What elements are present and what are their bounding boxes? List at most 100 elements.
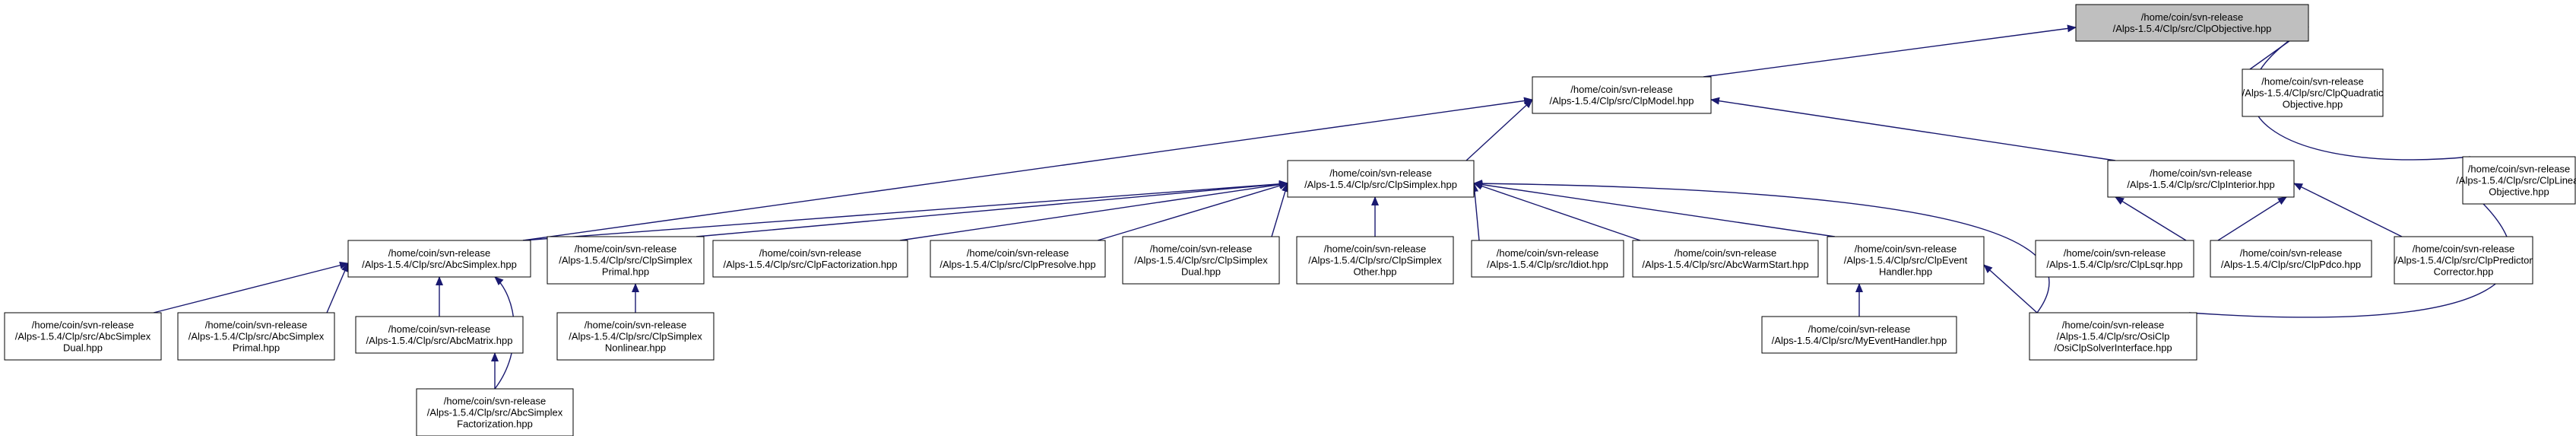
node-box (1471, 240, 1624, 278)
node-label-line: /Alps-1.5.4/Clp/src/ClpPresolve.hpp (939, 259, 1095, 270)
node-box (2394, 236, 2533, 285)
edge-idiot-to-clp-simplex (1471, 183, 1480, 241)
node-box (1122, 236, 1280, 285)
node-abc-matrix[interactable]: /home/coin/svn-release/Alps-1.5.4/Clp/sr… (355, 316, 524, 354)
node-label-line: /Alps-1.5.4/Clp/src/ClpLsqr.hpp (2046, 259, 2182, 270)
node-clp-quadratic-objective[interactable]: /home/coin/svn-release/Alps-1.5.4/Clp/sr… (2242, 68, 2384, 117)
node-label-line: /home/coin/svn-release (32, 320, 134, 331)
node-label-line: /home/coin/svn-release (1808, 323, 1910, 335)
node-label-line: /Alps-1.5.4/Clp/src/ClpObjective.hpp (2113, 23, 2272, 34)
edge-abc-simplex-to-clp-simplex (522, 180, 1288, 241)
node-box (1827, 236, 1985, 285)
node-abc-simplex-dual[interactable]: /home/coin/svn-release/Alps-1.5.4/Clp/sr… (4, 312, 162, 361)
node-box (4, 312, 162, 361)
node-label-line: /Alps-1.5.4/Clp/src/AbcSimplex (427, 407, 563, 418)
node-osi-clp-solver-interface[interactable]: /home/coin/svn-release/Alps-1.5.4/Clp/sr… (2029, 312, 2197, 361)
node-label-line: /Alps-1.5.4/Clp/src/ClpPredictor (2394, 255, 2533, 266)
node-label-line: /home/coin/svn-release (2141, 11, 2243, 23)
edge-clp-simplex-to-clp-model (1465, 99, 1533, 161)
node-label-line: /Alps-1.5.4/Clp/src/ClpSimplex.hpp (1304, 179, 1457, 190)
edge-clp-event-handler-to-clp-simplex (1473, 180, 1836, 237)
node-label-line: Primal.hpp (233, 342, 280, 354)
node-clp-simplex-other[interactable]: /home/coin/svn-release/Alps-1.5.4/Clp/sr… (1296, 236, 1454, 285)
node-abc-simplex-factorization[interactable]: /home/coin/svn-release/Alps-1.5.4/Clp/sr… (416, 388, 574, 436)
node-label-line: /Alps-1.5.4/Clp/src/MyEventHandler.hpp (1772, 335, 1947, 346)
node-box (2035, 240, 2194, 278)
node-label-line: /home/coin/svn-release (388, 323, 490, 335)
node-box (416, 388, 574, 436)
node-box (1296, 236, 1454, 285)
edge-abc-warm-start-to-clp-simplex (1473, 182, 1641, 241)
edges-layer (153, 24, 2512, 390)
node-clp-lsqr[interactable]: /home/coin/svn-release/Alps-1.5.4/Clp/sr… (2035, 240, 2194, 278)
node-box (930, 240, 1106, 278)
node-clp-simplex-nonlinear[interactable]: /home/coin/svn-release/Alps-1.5.4/Clp/sr… (556, 312, 714, 361)
node-box (712, 240, 908, 278)
node-clp-objective: /home/coin/svn-release/Alps-1.5.4/Clp/sr… (2075, 4, 2309, 42)
edge-osi-clp-solver-interface-to-clp-event-handler (1983, 264, 2038, 313)
node-box (1761, 316, 1957, 354)
node-clp-model[interactable]: /home/coin/svn-release/Alps-1.5.4/Clp/sr… (1532, 76, 1712, 114)
node-clp-pdco[interactable]: /home/coin/svn-release/Alps-1.5.4/Clp/sr… (2210, 240, 2372, 278)
node-abc-simplex[interactable]: /home/coin/svn-release/Alps-1.5.4/Clp/sr… (347, 240, 531, 278)
node-label-line: /home/coin/svn-release (585, 320, 686, 331)
node-label-line: /Alps-1.5.4/Clp/src/AbcSimplex.hpp (362, 259, 517, 270)
node-label-line: Handler.hpp (1879, 266, 1932, 278)
node-label-line: /home/coin/svn-release (2468, 164, 2570, 175)
node-label-line: /Alps-1.5.4/Clp/src/ClpInterior.hpp (2127, 179, 2274, 190)
node-my-event-handler[interactable]: /home/coin/svn-release/Alps-1.5.4/Clp/sr… (1761, 316, 1957, 354)
node-clp-presolve[interactable]: /home/coin/svn-release/Alps-1.5.4/Clp/sr… (930, 240, 1106, 278)
node-label-line: /home/coin/svn-release (759, 247, 861, 259)
edge-clp-presolve-to-clp-simplex (1097, 182, 1288, 241)
node-box (547, 236, 705, 285)
node-abc-simplex-primal[interactable]: /home/coin/svn-release/Alps-1.5.4/Clp/sr… (177, 312, 335, 361)
node-label-line: /Alps-1.5.4/Clp/src/AbcMatrix.hpp (366, 335, 513, 346)
node-clp-simplex-primal[interactable]: /home/coin/svn-release/Alps-1.5.4/Clp/sr… (547, 236, 705, 285)
node-label-line: /Alps-1.5.4/Clp/src/ClpLinear (2456, 175, 2576, 186)
node-clp-interior[interactable]: /home/coin/svn-release/Alps-1.5.4/Clp/sr… (2107, 160, 2295, 198)
node-label-line: Dual.hpp (63, 342, 103, 354)
node-label-line: /home/coin/svn-release (1324, 243, 1426, 255)
node-label-line: /Alps-1.5.4/Clp/src/AbcWarmStart.hpp (1642, 259, 1808, 270)
node-label-line: /home/coin/svn-release (2240, 247, 2342, 259)
node-clp-simplex[interactable]: /home/coin/svn-release/Alps-1.5.4/Clp/sr… (1287, 160, 1475, 198)
node-clp-linear-objective[interactable]: /home/coin/svn-release/Alps-1.5.4/Clp/sr… (2456, 156, 2576, 205)
node-label-line: /Alps-1.5.4/Clp/src/ClpPdco.hpp (2221, 259, 2361, 270)
node-box (2242, 68, 2384, 117)
node-clp-simplex-dual[interactable]: /home/coin/svn-release/Alps-1.5.4/Clp/sr… (1122, 236, 1280, 285)
node-label-line: /home/coin/svn-release (2261, 76, 2363, 88)
node-label-line: /Alps-1.5.4/Clp/src/AbcSimplex (15, 331, 151, 342)
node-label-line: Primal.hpp (602, 266, 649, 278)
node-abc-warm-start[interactable]: /home/coin/svn-release/Alps-1.5.4/Clp/sr… (1632, 240, 1819, 278)
node-label-line: /home/coin/svn-release (1329, 167, 1431, 179)
node-label-line: /home/coin/svn-release (575, 243, 676, 255)
node-clp-predictor-corrector[interactable]: /home/coin/svn-release/Alps-1.5.4/Clp/sr… (2394, 236, 2533, 285)
node-label-line: /OsiClpSolverInterface.hpp (2054, 342, 2172, 354)
node-label-line: Dual.hpp (1181, 266, 1221, 278)
node-label-line: Objective.hpp (2283, 99, 2343, 110)
node-label-line: Objective.hpp (2489, 186, 2549, 198)
node-box (1532, 76, 1712, 114)
node-label-line: /Alps-1.5.4/Clp/src/OsiClp (2057, 331, 2170, 342)
node-clp-factorization[interactable]: /home/coin/svn-release/Alps-1.5.4/Clp/sr… (712, 240, 908, 278)
node-label-line: /Alps-1.5.4/Clp/src/ClpSimplex (569, 331, 702, 342)
node-box (1287, 160, 1475, 198)
node-clp-event-handler[interactable]: /home/coin/svn-release/Alps-1.5.4/Clp/sr… (1827, 236, 1985, 285)
node-box (556, 312, 714, 361)
node-label-line: /Alps-1.5.4/Clp/src/ClpSimplex (559, 255, 692, 266)
node-label-line: /Alps-1.5.4/Clp/src/ClpModel.hpp (1549, 95, 1694, 107)
node-label-line: /home/coin/svn-release (1497, 247, 1599, 259)
node-box (347, 240, 531, 278)
nodes-layer: /home/coin/svn-release/Alps-1.5.4/Clp/sr… (4, 4, 2576, 436)
node-idiot[interactable]: /home/coin/svn-release/Alps-1.5.4/Clp/sr… (1471, 240, 1624, 278)
node-label-line: Factorization.hpp (457, 418, 533, 430)
node-label-line: /home/coin/svn-release (1150, 243, 1252, 255)
node-label-line: /home/coin/svn-release (1675, 247, 1776, 259)
node-label-line: /home/coin/svn-release (1570, 84, 1672, 95)
node-label-line: /Alps-1.5.4/Clp/src/ClpSimplex (1134, 255, 1268, 266)
edge-clp-simplex-primal-to-clp-simplex (695, 180, 1288, 237)
node-box (355, 316, 524, 354)
node-box (2462, 156, 2576, 205)
node-label-line: /home/coin/svn-release (2413, 243, 2514, 255)
